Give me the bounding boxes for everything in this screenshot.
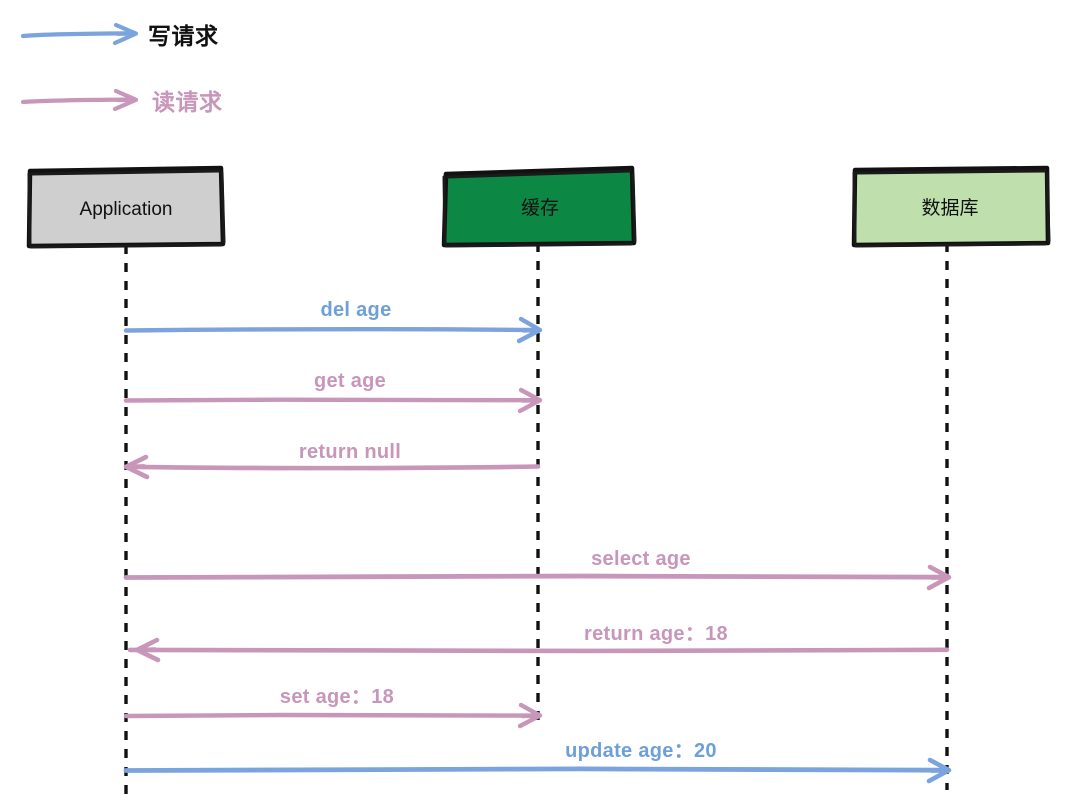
participant-app[interactable]: Application <box>26 165 226 249</box>
legend-read-arrow-icon <box>20 97 131 105</box>
participant-cache[interactable]: 缓存 <box>441 165 637 248</box>
message-select-age-arrow-icon[interactable] <box>123 573 947 580</box>
message-return-age[interactable]: return age：18 <box>127 623 950 663</box>
legend-label-write: 写请求 <box>148 23 219 49</box>
participant-db-box-sketch-overlay <box>852 169 1051 248</box>
message-del-age-label: del age <box>320 299 391 321</box>
message-update-age-arrowhead-icon <box>926 757 952 784</box>
message-select-age-arrowhead-icon <box>926 564 952 591</box>
participant-cache-box-sketch-overlay <box>442 169 637 248</box>
message-get-age-arrow-icon[interactable] <box>123 397 538 403</box>
message-return-null-arrow-icon[interactable] <box>127 464 541 471</box>
legend-label-read: 读请求 <box>152 89 223 115</box>
message-get-age-arrowhead-icon <box>517 387 543 414</box>
message-return-age-arrowhead-icon <box>134 637 161 663</box>
lifelines <box>124 243 949 800</box>
legend-item-read: 读请求 <box>20 88 223 115</box>
message-update-age[interactable]: update age：20 <box>123 740 952 784</box>
message-return-age-arrow-icon[interactable] <box>127 647 950 654</box>
legend-write-arrowhead-icon <box>112 22 139 46</box>
message-get-age-label: get age <box>314 370 386 392</box>
message-get-age[interactable]: get age <box>123 370 543 414</box>
participant-db-label: 数据库 <box>921 197 978 219</box>
message-set-age[interactable]: set age：18 <box>123 686 543 729</box>
message-set-age-arrow-icon[interactable] <box>123 712 538 719</box>
legend-item-write: 写请求 <box>20 22 219 49</box>
message-select-age-label: select age <box>591 548 691 570</box>
participant-app-label: Application <box>80 199 173 220</box>
legend: 写请求 读请求 <box>20 22 223 115</box>
legend-write-arrow-icon <box>20 31 131 39</box>
message-update-age-arrow-icon[interactable] <box>123 766 947 773</box>
participant-app-box-sketch-overlay <box>27 169 226 249</box>
legend-read-arrowhead-icon <box>112 88 139 112</box>
message-del-age-arrowhead-icon <box>516 316 543 344</box>
message-return-null[interactable]: return null <box>123 441 541 480</box>
message-del-age-arrow-icon[interactable] <box>123 327 538 333</box>
message-return-null-label: return null <box>299 441 401 463</box>
participant-db[interactable]: 数据库 <box>851 165 1051 248</box>
message-set-age-arrowhead-icon <box>517 702 543 729</box>
message-return-null-arrowhead-icon <box>123 454 150 480</box>
message-del-age[interactable]: del age <box>123 299 543 344</box>
message-select-age[interactable]: select age <box>123 548 952 591</box>
message-update-age-label: update age：20 <box>565 740 717 762</box>
message-return-age-label: return age：18 <box>584 623 728 645</box>
participant-cache-label: 缓存 <box>521 197 559 219</box>
message-set-age-label: set age：18 <box>280 686 394 708</box>
